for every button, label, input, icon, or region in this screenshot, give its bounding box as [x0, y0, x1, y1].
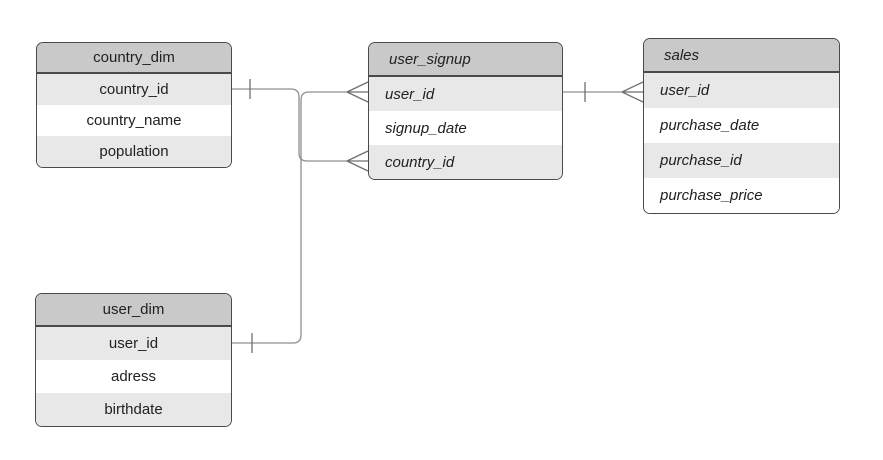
- entity-row[interactable]: purchase_price: [644, 178, 839, 213]
- relationship-country_dim-user_signup[interactable]: [232, 88, 347, 162]
- entity-row[interactable]: user_id: [36, 327, 231, 360]
- entity-row[interactable]: population: [37, 136, 231, 167]
- entity-row[interactable]: adress: [36, 360, 231, 393]
- entity-row[interactable]: user_id: [369, 77, 562, 111]
- entity-row[interactable]: signup_date: [369, 111, 562, 145]
- entity-row[interactable]: purchase_date: [644, 108, 839, 143]
- entity-row[interactable]: user_id: [644, 73, 839, 108]
- crow-foot-many-marker: [621, 81, 644, 103]
- entity-sales[interactable]: sales user_id purchase_date purchase_id …: [643, 38, 840, 214]
- entity-row[interactable]: country_id: [369, 145, 562, 179]
- entity-title[interactable]: country_dim: [37, 43, 231, 74]
- entity-row[interactable]: country_id: [37, 74, 231, 105]
- crow-foot-many-marker: [346, 81, 369, 103]
- relationship-user_dim-user_signup[interactable]: [232, 91, 347, 344]
- entity-title[interactable]: user_dim: [36, 294, 231, 327]
- entity-row[interactable]: country_name: [37, 105, 231, 136]
- entity-user_signup[interactable]: user_signup user_id signup_date country_…: [368, 42, 563, 180]
- entity-user_dim[interactable]: user_dim user_id adress birthdate: [35, 293, 232, 427]
- entity-title[interactable]: sales: [644, 39, 839, 73]
- entity-row[interactable]: birthdate: [36, 393, 231, 426]
- entity-row[interactable]: purchase_id: [644, 143, 839, 178]
- entity-title[interactable]: user_signup: [369, 43, 562, 77]
- entity-country_dim[interactable]: country_dim country_id country_name popu…: [36, 42, 232, 168]
- crow-foot-many-marker: [346, 150, 369, 172]
